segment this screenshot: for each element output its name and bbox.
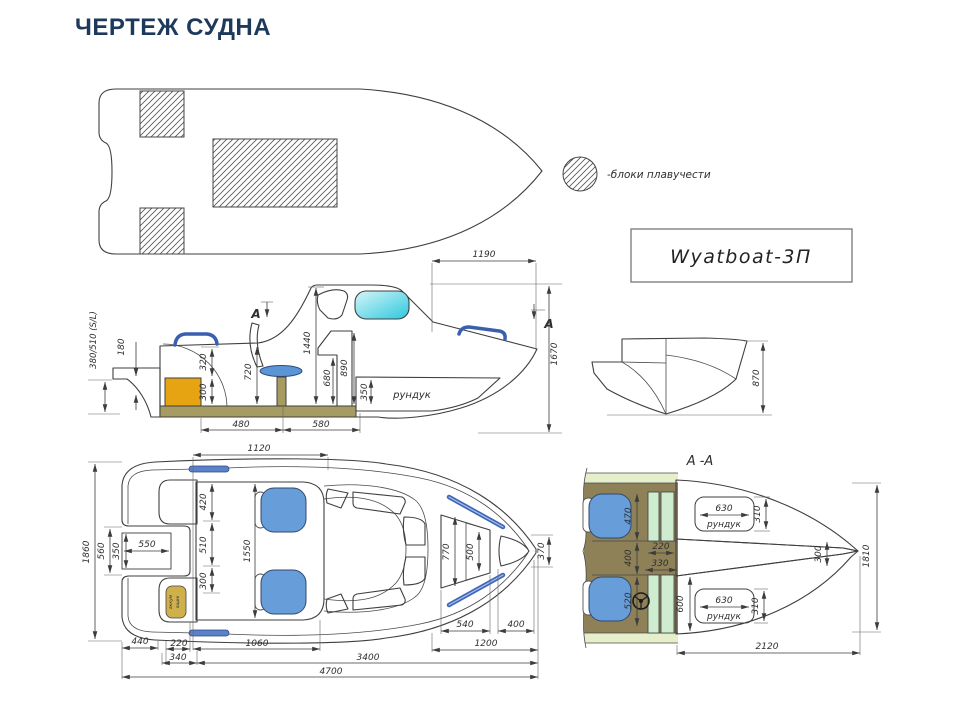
plan-view-dimensions: 1860 560 350 550 420 510 300 1550 1120 770 500 370 5… (82, 444, 547, 677)
cabin-window (352, 587, 406, 611)
stern-grab-rail (173, 332, 219, 347)
dimension-label: 870 (752, 369, 762, 386)
dimension-label: 1860 (82, 540, 92, 563)
dimension-label: 340 (169, 653, 186, 663)
plan-view (88, 452, 553, 680)
windshield-window (402, 516, 426, 546)
dimension-label: 480 (232, 420, 249, 430)
seat (260, 487, 307, 533)
dimension-label: 550 (138, 540, 155, 550)
dimension-label: 300 (199, 383, 209, 400)
dimension-label: 540 (456, 620, 473, 630)
section-view-dimensions: 470 400 520 220 330 600 630 310 630 310 300 1810 212… (624, 504, 872, 652)
dimension-label: 370 (537, 542, 547, 559)
buoyancy-block (212, 138, 338, 208)
dimension-label: 1440 (303, 331, 313, 354)
dimension-label: 470 (624, 507, 634, 524)
cabin-window (354, 290, 410, 320)
dimension-label: 380/510 (S/L) (89, 311, 99, 369)
dimension-label: 1810 (862, 544, 872, 567)
buoyancy-block (139, 90, 185, 138)
dimension-label: 220 (170, 639, 187, 649)
dimension-label: 400 (624, 549, 634, 566)
transom-view-dimensions: 870 (752, 369, 762, 386)
dimension-label: 580 (312, 420, 329, 430)
dimension-label: 330 (651, 559, 668, 569)
dimension-label: 180 (117, 338, 127, 355)
hatch-sample-icon (562, 156, 598, 192)
page-title: ЧЕРТЕЖ СУДНА (75, 14, 272, 41)
seat (260, 569, 307, 615)
dimension-label: 300 (199, 572, 209, 589)
dimension-label: 320 (199, 353, 209, 370)
seat (588, 576, 632, 622)
windshield-window (402, 556, 426, 586)
top-view (98, 88, 543, 255)
dimension-label: 350 (360, 383, 370, 400)
dimension-label: 770 (442, 543, 452, 560)
dimension-label: 720 (244, 363, 254, 380)
model-name: Wyatboat-3П (670, 246, 812, 268)
dimension-label: 630 (715, 504, 732, 514)
bow-rail (457, 325, 507, 341)
dimension-label: 1550 (243, 539, 253, 562)
buoyancy-block (139, 207, 185, 255)
cabin-window (325, 488, 349, 509)
seat (588, 493, 632, 539)
section-locker-label: рундук (706, 520, 741, 530)
section-view: А -А (558, 454, 881, 656)
dimension-label: 400 (507, 620, 524, 630)
side-locker-label: рундук (392, 390, 431, 401)
side-view: рундук А А (88, 258, 562, 434)
dimension-label: 310 (751, 597, 761, 614)
locker-box (694, 496, 755, 532)
dimension-label: 1200 (475, 639, 498, 649)
dimension-label: 2120 (756, 642, 779, 652)
dimension-label: 600 (676, 595, 686, 612)
dimension-label: 420 (199, 493, 209, 510)
dimension-label: 4700 (320, 667, 343, 677)
locker-box (694, 588, 755, 624)
dimension-label: 890 (340, 359, 350, 376)
dimension-label: 440 (131, 637, 148, 647)
section-mark-a: А (250, 307, 260, 321)
model-plate: Wyatboat-3П (630, 228, 853, 283)
dimension-label: 1060 (246, 639, 269, 649)
dimension-label: 1190 (473, 250, 496, 260)
legend: -блоки плавучести (562, 156, 711, 192)
dimension-label: 560 (97, 542, 107, 559)
section-title: А -А (686, 454, 714, 469)
dimension-label: 310 (753, 505, 763, 522)
dimension-label: 1120 (248, 444, 271, 454)
dimension-label: ящик (176, 595, 181, 608)
dimension-label: 630 (715, 596, 732, 606)
legend-label: -блоки плавучести (607, 169, 711, 181)
windshield-window (316, 289, 349, 320)
transom-view (591, 337, 772, 416)
section-mark-a: А (543, 317, 553, 331)
dimension-label: 3400 (357, 653, 380, 663)
cabin-window (325, 593, 349, 614)
section-locker-label: рундук (706, 612, 741, 622)
battery-box (165, 585, 187, 619)
dimension-label: 500 (466, 543, 476, 560)
dimension-label: 680 (323, 369, 333, 386)
side-view-dimensions: 380/510 (S/L) 180 320 300 720 1440 680 890 350 48… (89, 250, 560, 430)
dimension-label: 510 (199, 536, 209, 553)
seat-backrest (249, 322, 264, 368)
dimension-label: 300 (814, 545, 824, 562)
dimension-label: 220 (652, 542, 669, 552)
dimension-label: аккум (169, 594, 174, 609)
cabin-window (352, 491, 406, 515)
dimension-label: 520 (624, 592, 634, 609)
dimension-label: 1670 (550, 342, 560, 365)
dimension-label: 350 (112, 542, 122, 559)
seat-cushion (259, 365, 303, 377)
